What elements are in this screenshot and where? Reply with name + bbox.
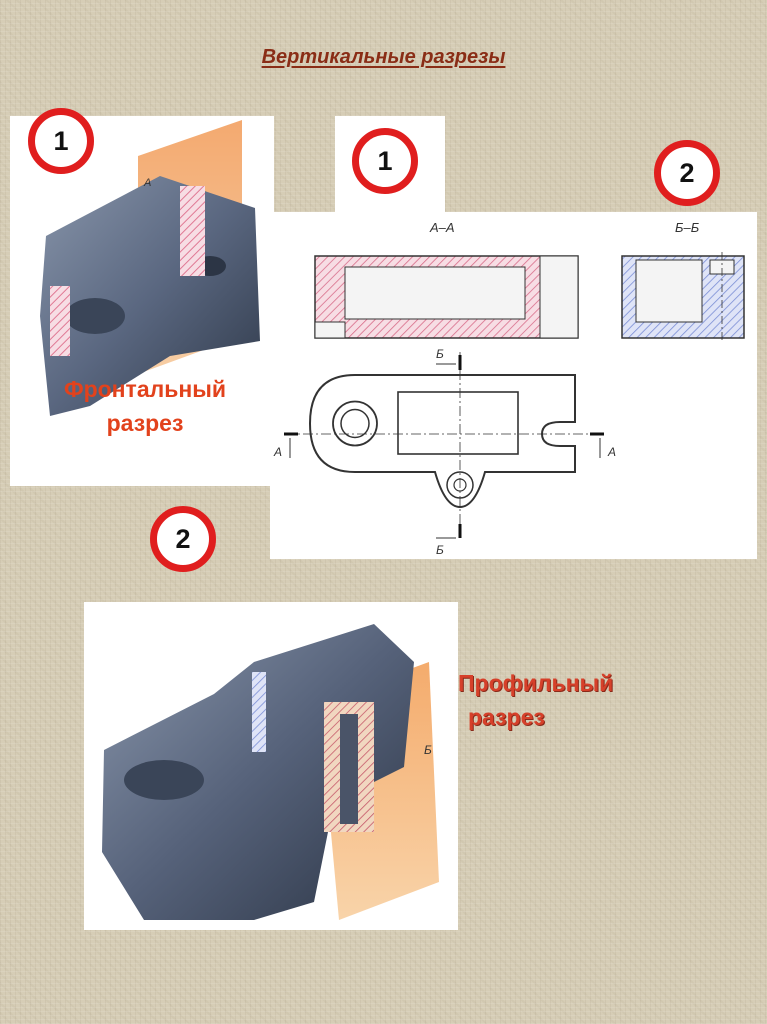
frontal-section-illustration: А (40, 120, 260, 416)
label-section-bb: Б–Б (675, 220, 700, 235)
plane-label-a: А (143, 177, 151, 189)
technical-drawing: А–А Б–Б А А (273, 220, 745, 557)
profile-caption-line2: разрез (468, 704, 545, 730)
section-bb (621, 252, 745, 342)
part-body-profile (102, 624, 414, 920)
mark-b-top: Б (436, 347, 444, 361)
frontal-caption-line1: Фронтальный (63, 376, 227, 402)
section-aa (314, 255, 579, 339)
page-title: Вертикальные разрезы (261, 46, 506, 68)
profile-caption-line1: Профильный (458, 670, 614, 696)
frontal-caption: Фронтальный разрез (30, 372, 260, 440)
frontal-number-badge: 1 (28, 108, 94, 174)
plane-label-b: Б (424, 743, 432, 757)
drawing-number-badge-2: 2 (654, 140, 720, 206)
frontal-section-panel: А (10, 116, 274, 486)
profile-caption: Профильный разрез (458, 666, 708, 734)
mark-a-left: А (273, 445, 282, 459)
mark-a-right: А (607, 445, 616, 459)
plan-view (285, 352, 600, 532)
profile-number-badge: 2 (150, 506, 216, 572)
label-section-aa: А–А (429, 220, 455, 235)
mark-b-bottom: Б (436, 543, 444, 557)
profile-section-illustration: Б (102, 624, 439, 920)
profile-section-panel: Б (84, 602, 458, 930)
frontal-caption-line2: разрез (106, 410, 184, 436)
drawing-number-badge-1: 1 (352, 128, 418, 194)
technical-drawing-panel: А–А Б–Б А А (270, 212, 757, 559)
